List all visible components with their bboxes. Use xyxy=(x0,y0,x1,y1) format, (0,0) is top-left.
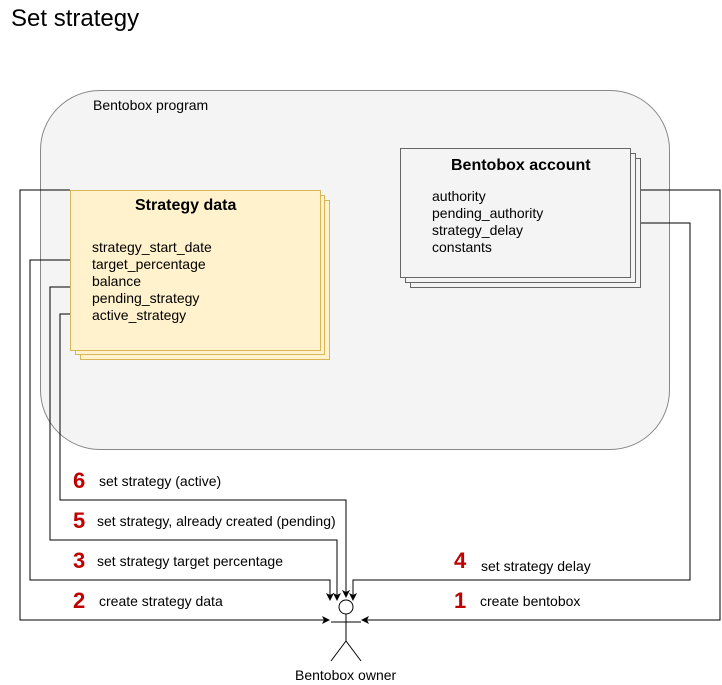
step-number: 4 xyxy=(454,548,467,573)
step-number: 3 xyxy=(73,548,86,573)
step-number: 5 xyxy=(73,508,86,533)
bentobox-field: authority xyxy=(432,188,486,204)
step-label: set strategy, already created (pending) xyxy=(97,513,336,529)
step-3: 3 set strategy target percentage xyxy=(73,548,283,574)
strategy-field-list: strategy_start_date target_percentage ba… xyxy=(92,239,212,324)
step-1: 1 create bentobox xyxy=(454,588,580,614)
connector-set-strategy-active xyxy=(59,313,350,598)
strategy-field: target_percentage xyxy=(92,256,206,272)
bentobox-field: constants xyxy=(432,239,492,255)
step-6: 6 set strategy (active) xyxy=(73,468,221,494)
connector-set-strategy-pending xyxy=(49,286,341,601)
step-number: 1 xyxy=(454,588,467,613)
diagram-title: Set strategy xyxy=(11,5,140,32)
strategy-card-title: Strategy data xyxy=(135,197,237,214)
program-label: Bentobox program xyxy=(93,97,209,113)
actor-label: Bentobox owner xyxy=(295,667,397,683)
step-label: set strategy (active) xyxy=(99,473,222,489)
connector-create-bentobox xyxy=(361,189,721,624)
step-number: 6 xyxy=(73,468,86,493)
step-4: 4 set strategy delay xyxy=(454,548,591,574)
bentobox-card xyxy=(400,148,631,278)
actor-body-icon xyxy=(330,614,362,662)
actor-head-icon xyxy=(338,599,354,615)
strategy-field: strategy_start_date xyxy=(92,239,212,255)
bentobox-card-title: Bentobox account xyxy=(451,157,591,174)
bentobox-field: strategy_delay xyxy=(432,222,524,238)
strategy-field: pending_strategy xyxy=(92,290,200,306)
step-2: 2 create strategy data xyxy=(73,588,223,614)
strategy-field: balance xyxy=(92,273,142,289)
strategy-field: active_strategy xyxy=(92,307,187,323)
bentobox-field-list: authority pending_authority strategy_del… xyxy=(432,188,543,256)
connector-set-strategy-delay xyxy=(349,222,691,601)
bentobox-field: pending_authority xyxy=(432,205,544,221)
step-5: 5 set strategy, already created (pending… xyxy=(73,508,336,534)
strategy-card xyxy=(70,190,321,351)
connector-set-target-percentage xyxy=(29,259,334,601)
step-label: create strategy data xyxy=(99,593,223,609)
step-label: create bentobox xyxy=(480,593,581,609)
connector-create-strategy-data xyxy=(19,189,330,624)
step-number: 2 xyxy=(73,588,86,613)
step-label: set strategy delay xyxy=(481,558,591,574)
step-label: set strategy target percentage xyxy=(97,553,283,569)
